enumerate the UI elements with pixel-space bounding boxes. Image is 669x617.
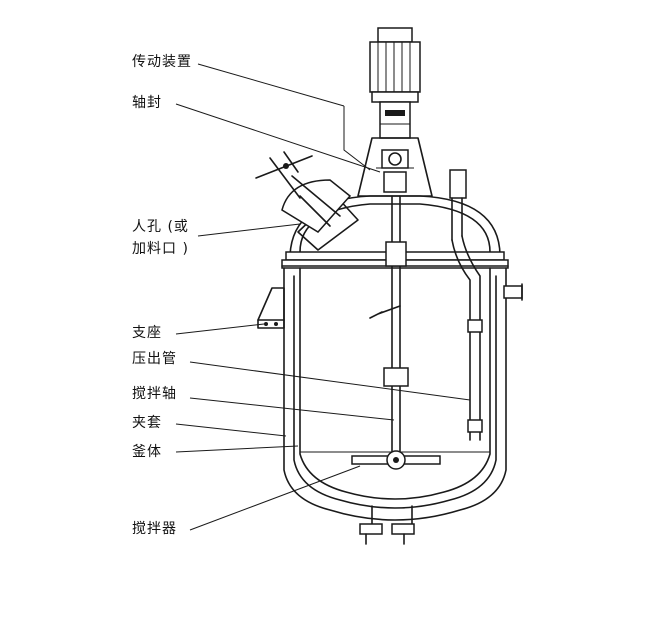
- shaft-seal: [357, 137, 433, 197]
- jacket-shell: [283, 267, 507, 521]
- label-manhole-line2: 加料口 ): [132, 241, 189, 257]
- label-agitator: 搅拌器: [132, 521, 177, 537]
- label-shaft-seal: 轴封: [132, 95, 162, 111]
- motor: [369, 27, 421, 139]
- label-support: 支座: [132, 325, 162, 341]
- leader-lines: [175, 63, 471, 531]
- label-transmission: 传动装置: [132, 54, 192, 70]
- agitator-shaft: [369, 195, 409, 461]
- label-agitator-shaft: 搅拌轴: [132, 386, 177, 402]
- label-discharge-pipe: 压出管: [132, 351, 177, 367]
- label-vessel-body: 釜体: [132, 444, 162, 460]
- manhole: [255, 151, 359, 251]
- agitator-impeller: [351, 450, 441, 470]
- discharge-pipe: [449, 169, 523, 441]
- support-bracket: [257, 287, 285, 329]
- bottom-outlet: [359, 505, 415, 545]
- label-jacket: 夹套: [132, 415, 162, 431]
- label-manhole-line1: 人孔 (或: [132, 219, 189, 235]
